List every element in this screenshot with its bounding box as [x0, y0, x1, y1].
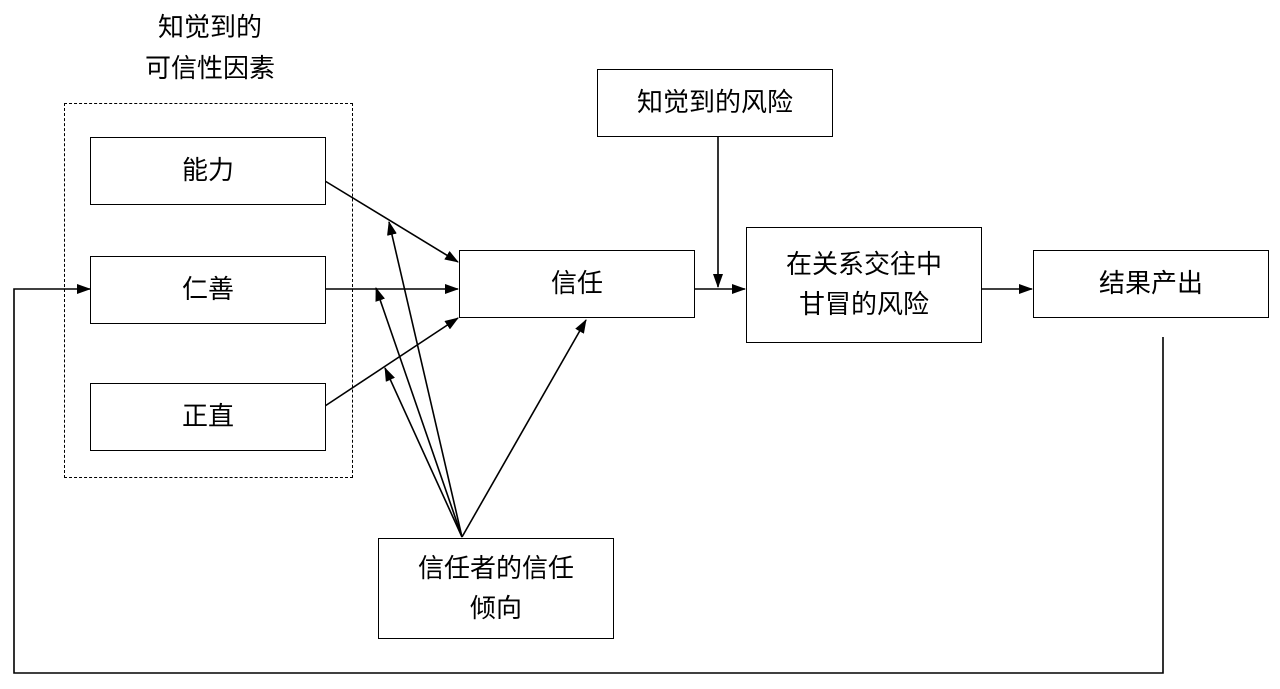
arrow-propensity-to-ability-link [387, 221, 463, 538]
node-trustor-propensity-label-line1: 信任者的信任 [417, 553, 574, 584]
arrow-integrity-to-trust [324, 317, 459, 407]
feedback-loop-outcomes-to-benevolence [13, 284, 1164, 674]
arrow-propensity-to-trust [461, 319, 587, 538]
node-perceived-risk-label: 知觉到的风险 [636, 88, 793, 118]
node-benevolence: 仁善 [90, 256, 326, 324]
node-outcomes-label: 结果产出 [1098, 269, 1203, 299]
node-ability-label: 能力 [181, 156, 234, 186]
perceived-trustworthiness-label-line2: 可信性因素 [144, 54, 275, 84]
perceived-trustworthiness-label: 知觉到的 可信性因素 [60, 8, 360, 90]
node-trustor-propensity-label-line2: 倾向 [469, 593, 522, 624]
node-risk-taking: 在关系交往中 甘冒的风险 [746, 227, 982, 343]
node-ability: 能力 [90, 137, 326, 205]
node-perceived-risk: 知觉到的风险 [597, 69, 833, 137]
node-benevolence-label: 仁善 [181, 275, 234, 305]
node-risk-taking-label-line1: 在关系交往中 [785, 250, 942, 280]
perceived-trustworthiness-group [64, 103, 353, 478]
node-trustor-propensity: 信任者的信任 倾向 [378, 538, 614, 639]
node-integrity: 正直 [90, 383, 326, 451]
node-integrity-label: 正直 [181, 402, 234, 432]
arrow-propensity-to-integrity-link [384, 367, 463, 538]
arrow-propensity-to-benevolence-link [375, 287, 463, 538]
node-trust: 信任 [459, 250, 695, 318]
node-outcomes: 结果产出 [1033, 250, 1269, 318]
perceived-trustworthiness-label-line1: 知觉到的 [157, 13, 262, 43]
node-trust-label: 信任 [550, 269, 603, 299]
node-risk-taking-label-line2: 甘冒的风险 [798, 290, 929, 320]
